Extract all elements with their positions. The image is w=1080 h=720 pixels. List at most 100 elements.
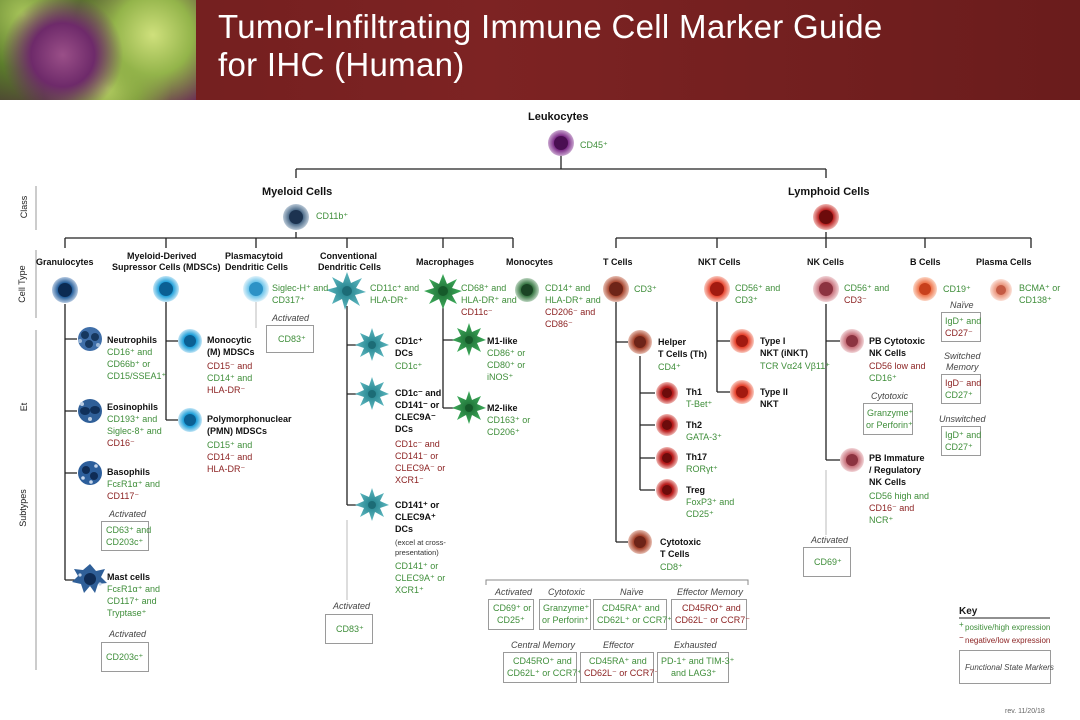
- plasma-marker-1: BCMA⁺ or: [1019, 283, 1061, 293]
- cd141neg-title-2: CD141⁻ or: [395, 400, 440, 410]
- t-effector-label: Effector: [603, 640, 635, 650]
- myeloid-title: Myeloid Cells: [262, 186, 333, 198]
- b-unswitched-box: [941, 426, 981, 456]
- monocyte-marker-2: HLA-DR⁺ and: [545, 295, 601, 305]
- mast-marker-1: FcεR1α⁺ and: [107, 584, 160, 594]
- cdc-activated-label: Activated: [333, 601, 371, 611]
- b-switched-label-2: Memory: [946, 362, 979, 372]
- th1-title: Th1: [686, 387, 703, 397]
- pbcyto-func-1: Granzyme⁺: [867, 408, 914, 418]
- pbcyto-marker-1: CD56 low and: [869, 361, 926, 371]
- mdsc-icon: [153, 276, 179, 302]
- pmnmdsc-marker-1: CD15⁺ and: [207, 440, 253, 450]
- treg-title: Treg: [686, 485, 706, 495]
- pdc-marker-2: CD317⁺: [272, 295, 305, 305]
- t-centmem-1: CD45RO⁺ and: [513, 656, 572, 666]
- m1-marker-2: CD80⁺ or: [487, 360, 526, 370]
- helper-t-icon: [628, 330, 652, 354]
- basophil-activated-box: [101, 521, 149, 551]
- pmnmdsc-marker-2: CD14⁻ and: [207, 452, 253, 462]
- b-naive-box: [941, 312, 981, 342]
- leukocytes-marker: CD45⁺: [580, 140, 608, 150]
- t-exhausted-label: Exhausted: [674, 640, 717, 650]
- monocytes-title: Monocytes: [506, 257, 554, 267]
- cdc-marker-1: CD11c⁺ and: [370, 283, 420, 293]
- eosinophils-title: Eosinophils: [107, 402, 159, 412]
- t-naive-label: Naïve: [620, 587, 644, 597]
- side-label-cell-type: Cell Type: [17, 265, 27, 303]
- pbimm-title-1: PB Immature: [869, 453, 925, 463]
- pbimm-marker-2: CD16⁻ and: [869, 503, 915, 513]
- m2-title: M2-like: [487, 403, 518, 413]
- mmdsc-marker-1: CD15⁻ and: [207, 361, 253, 371]
- myeloid-cell-icon: [283, 204, 309, 230]
- mast-activated-label: Activated: [109, 629, 147, 639]
- t-cytotoxic-1: Granzyme⁺: [543, 603, 590, 613]
- pb-cytotoxic-nk-icon: [840, 329, 864, 353]
- macrophage-marker-3: CD11c⁻: [461, 307, 493, 317]
- t-activated-label: Activated: [495, 587, 533, 597]
- m2-marker-2: CD206⁺: [487, 427, 520, 437]
- page-title: Tumor-Infiltrating Immune Cell Marker Gu…: [218, 8, 883, 84]
- clec9a-marker-2: CLEC9A⁺ or: [395, 573, 446, 583]
- t-effmem-2: CD62L⁻ or CCR7⁻: [675, 615, 751, 625]
- plasma-cell-icon: [990, 279, 1012, 301]
- pbcyto-func-label: Cytotoxic: [871, 391, 909, 401]
- bcell-icon: [913, 277, 937, 301]
- t-naive-1: CD45RA⁺ and: [602, 603, 660, 613]
- title-line-1: Tumor-Infiltrating Immune Cell Marker Gu…: [218, 8, 883, 45]
- m1-title: M1-like: [487, 336, 518, 346]
- key-negative: negative/low expression: [965, 636, 1051, 645]
- cytotoxic-t-title-1: Cytotoxic: [660, 537, 702, 547]
- bcells-title: B Cells: [910, 257, 941, 267]
- nkt-marker-2: CD3⁺: [735, 295, 758, 305]
- nk-marker-2: CD3⁻: [844, 295, 867, 305]
- basophil-marker-2: CD117⁻: [107, 491, 140, 501]
- t-activated-2: CD25⁺: [497, 615, 525, 625]
- m2-marker-1: CD163⁺ or: [487, 415, 531, 425]
- pdc-activated-box: [266, 325, 314, 353]
- th17-marker: RORγt⁺: [686, 464, 718, 474]
- t-activated-1: CD69⁺ or: [493, 603, 532, 613]
- mast-activated-1: CD203c⁺: [106, 652, 144, 662]
- th17-icon: [656, 447, 678, 469]
- macrophage-marker-1: CD68⁺ and: [461, 283, 507, 293]
- granulocytes-title: Granulocytes: [36, 257, 94, 267]
- cdc-activated-box: [325, 614, 373, 644]
- key-plus-sign: +: [959, 620, 964, 629]
- t-exhausted-2: and LAG3⁺: [671, 668, 717, 678]
- eosinophil-marker-2: Siglec-8⁺ and: [107, 426, 162, 436]
- b-naive-marker-2: CD27⁻: [945, 328, 973, 338]
- mast-marker-2: CD117⁺ and: [107, 596, 157, 606]
- basophil-activated-2: CD203c⁺: [106, 537, 144, 547]
- cd141neg-title-1: CD1c⁻ and: [395, 388, 442, 398]
- m1-marker-1: CD86⁺ or: [487, 348, 526, 358]
- t-centmem-label: Central Memory: [511, 640, 576, 650]
- eosinophil-icon: [78, 399, 102, 423]
- cd141neg-title-3: CLEC9A⁻: [395, 412, 436, 422]
- mast-cell-icon: [72, 564, 107, 593]
- neutrophil-marker-1: CD16⁺ and: [107, 347, 153, 357]
- b-naive-marker-1: IgD⁺ and: [945, 316, 982, 326]
- cd141neg-marker-4: XCR1⁻: [395, 475, 424, 485]
- side-label-subtypes: Subtypes: [18, 489, 28, 527]
- helper-t-title-1: Helper: [658, 337, 687, 347]
- side-label-class: Class: [19, 195, 29, 219]
- b-switched-marker-2: CD27⁺: [945, 390, 973, 400]
- nk-activated-marker: CD69⁺: [814, 557, 842, 567]
- nkt-marker-1: CD56⁺ and: [735, 283, 781, 293]
- basophils-title: Basophils: [107, 467, 151, 477]
- basophil-activated-label: Activated: [109, 509, 147, 519]
- tcell-icon: [603, 276, 629, 302]
- mmdsc-title-2: (M) MDSCs: [207, 347, 255, 357]
- mast-cells-title: Mast cells: [107, 572, 151, 582]
- t-effmem-box: [671, 599, 747, 630]
- b-switched-marker-1: IgD⁻ and: [945, 378, 982, 388]
- b-unswitched-marker-2: CD27⁺: [945, 442, 973, 452]
- cell-micrograph-image: [0, 0, 196, 100]
- nkt-title: NKT Cells: [698, 257, 741, 267]
- monocytic-mdsc-icon: [178, 329, 202, 353]
- key-title: Key: [959, 606, 978, 617]
- th1-marker: T-Bet⁺: [686, 399, 713, 409]
